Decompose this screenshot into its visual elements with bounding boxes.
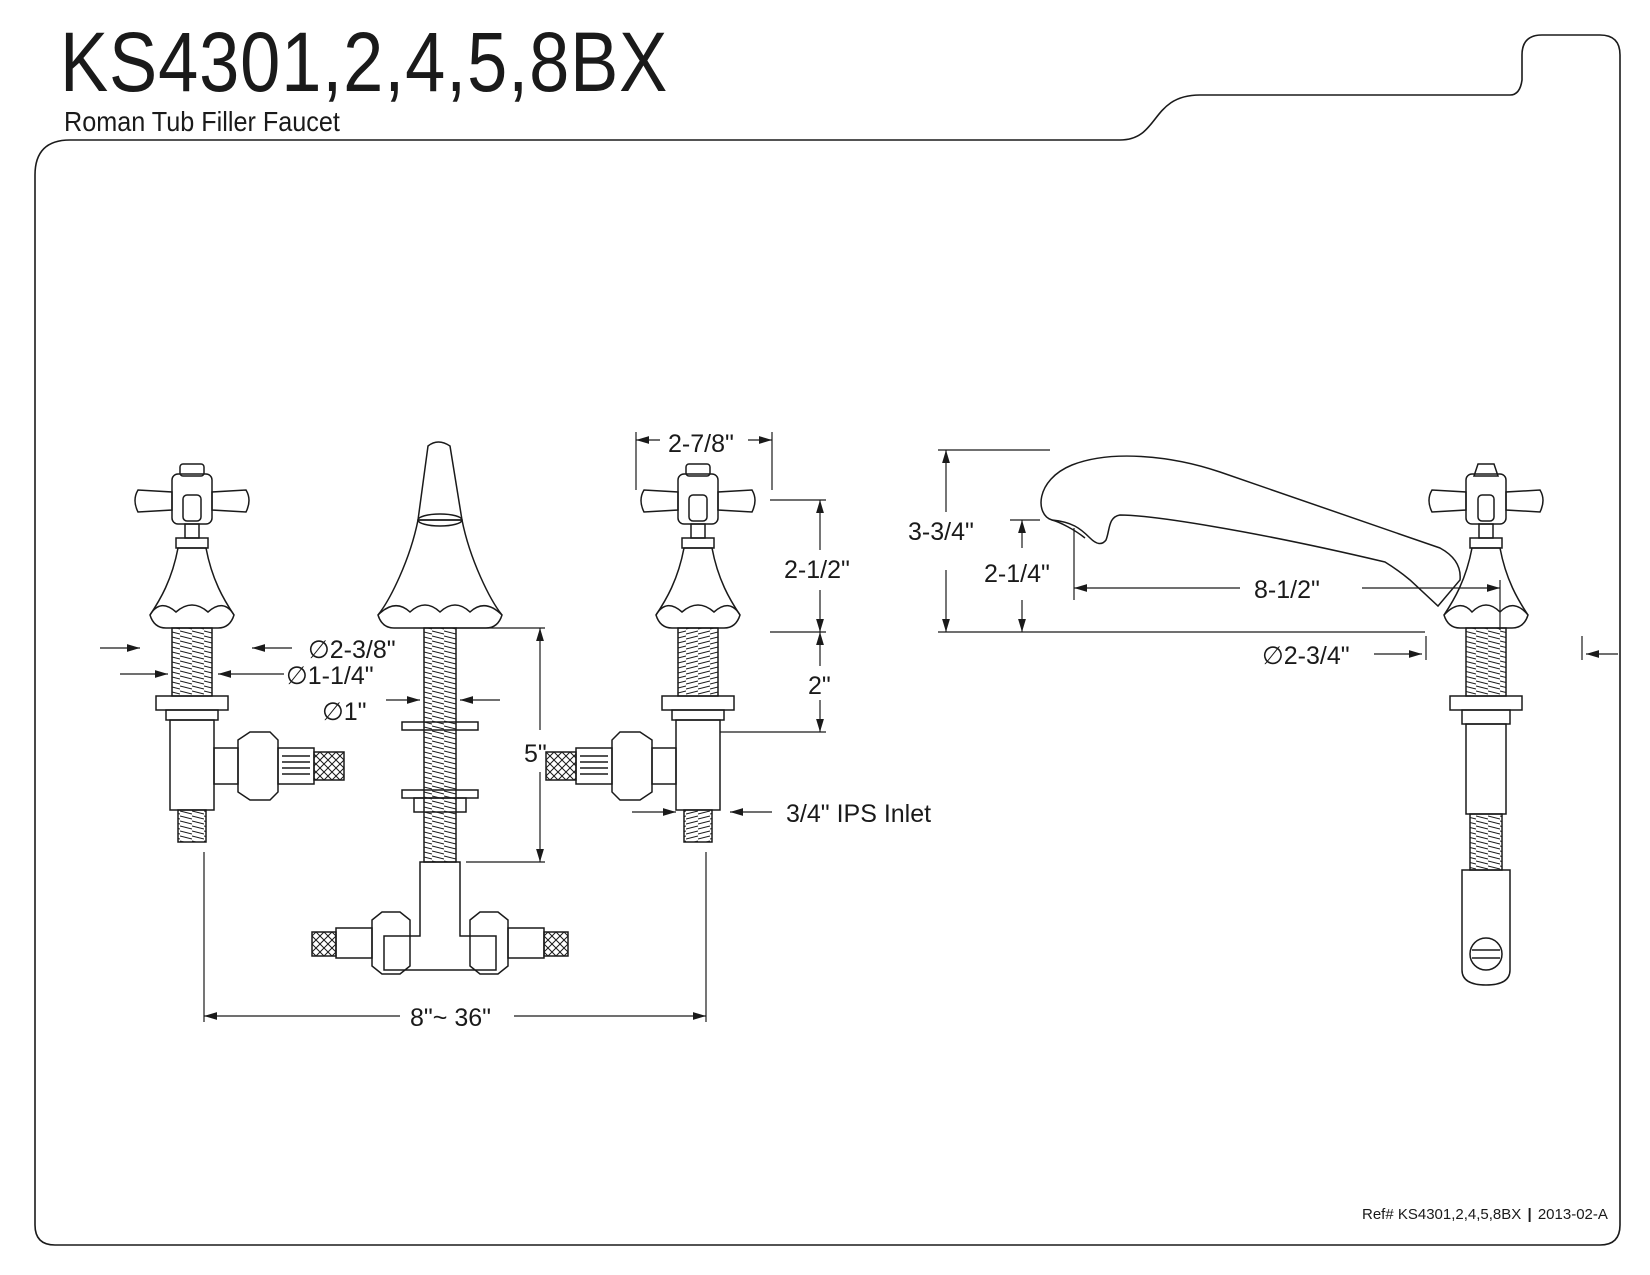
left-valve (134, 463, 345, 843)
dim-shank-dia: ∅1-1/4" (286, 662, 374, 690)
dim-spout-clearance: 2-1/4" (984, 560, 1050, 588)
sheet-border (34, 34, 1621, 1246)
dim-inlet: 3/4" IPS Inlet (786, 800, 931, 828)
dim-handle-width: 2-7/8" (668, 430, 734, 458)
dim-spread: 8"~ 36" (410, 1004, 491, 1032)
dim-spout-reach: 8-1/2" (1254, 576, 1320, 604)
product-name: Roman Tub Filler Faucet (64, 106, 340, 137)
dim-spout-height: 3-3/4" (908, 518, 974, 546)
dim-shank-height: 2" (808, 672, 831, 700)
dim-spout-shank-dia: ∅1" (322, 698, 367, 726)
model-number: KS4301,2,4,5,8BX (60, 15, 669, 109)
center-spout-assembly (311, 441, 569, 975)
side-view-spout (1040, 455, 1544, 986)
ref-separator: | (1527, 1206, 1532, 1223)
dim-spout-base-dia: ∅2-3/4" (1262, 642, 1350, 670)
right-valve (545, 463, 756, 843)
ref-number: Ref# KS4301,2,4,5,8BX (1362, 1206, 1522, 1223)
dim-escutcheon-dia: ∅2-3/8" (308, 636, 396, 664)
dim-spout-shank-length: 5" (524, 740, 547, 768)
revision-code: 2013-02-A (1537, 1206, 1608, 1223)
footer-reference: Ref# KS4301,2,4,5,8BX | 2013-02-A (1362, 1206, 1608, 1223)
dim-handle-height: 2-1/2" (784, 556, 850, 584)
